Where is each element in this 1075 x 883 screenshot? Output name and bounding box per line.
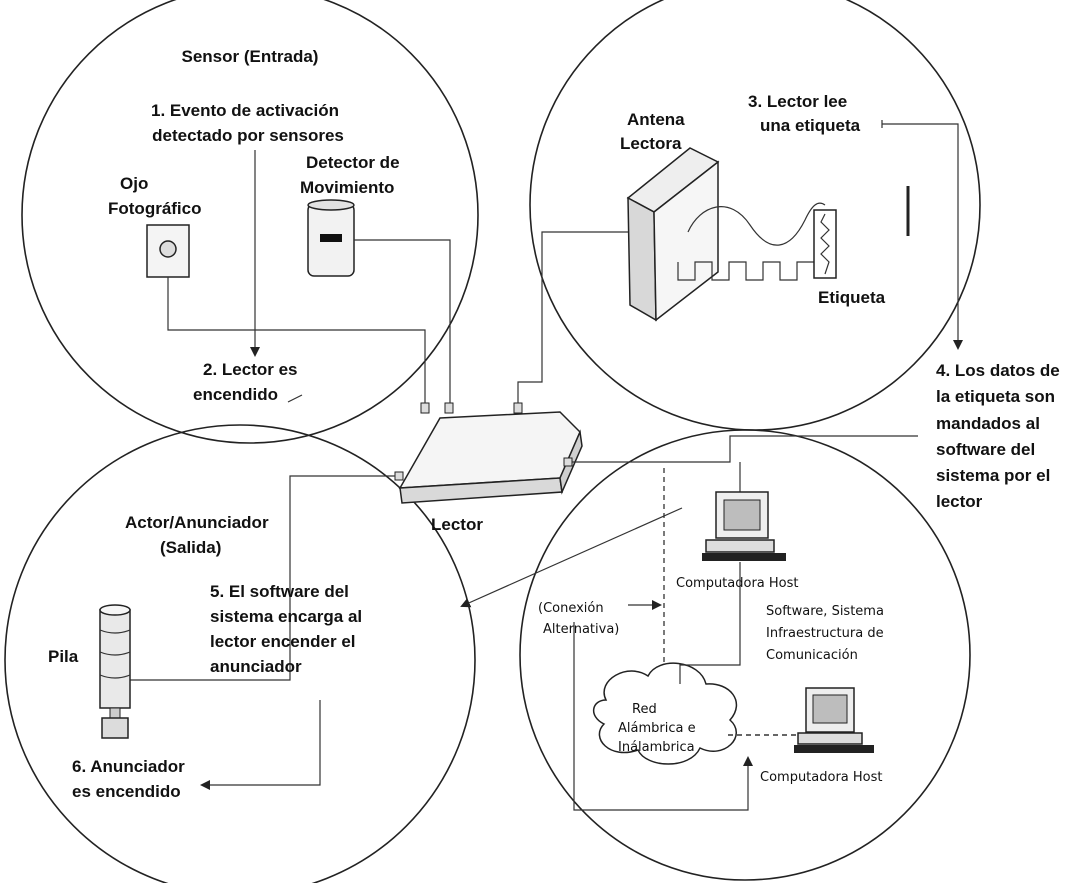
step1-line1: 1. Evento de activación [151, 101, 339, 120]
host-computer-1-icon [702, 491, 786, 561]
actor-circle [4, 424, 476, 883]
step6-line1: 6. Anunciador [72, 757, 185, 776]
step4-line6: lector [936, 492, 983, 511]
network-cloud-icon [593, 662, 737, 765]
step4-text: 4. Los datos de la etiqueta son mandados… [936, 361, 1060, 511]
step4-line1: 4. Los datos de [936, 361, 1060, 380]
antena-label-1: Antena [627, 110, 685, 129]
sensor-circle [21, 0, 479, 444]
step2-line1: 2. Lector es [203, 360, 298, 379]
step4-line5: sistema por el [936, 466, 1050, 485]
step1-line2: detectado por sensores [152, 126, 344, 145]
rfid-tag-icon [813, 209, 837, 279]
sensor-title: Sensor (Entrada) [182, 47, 319, 66]
step3-line2: una etiqueta [760, 116, 861, 135]
step4-line4: software del [936, 440, 1035, 459]
step5-line1: 5. El software del [210, 582, 349, 601]
rf-wave-icon [677, 202, 826, 281]
etiqueta-label: Etiqueta [818, 288, 886, 307]
step5-line4: anunciador [210, 657, 302, 676]
arrow-step5-step6 [200, 700, 321, 790]
wire-host1-cloud [679, 562, 741, 684]
wire-stack-light [130, 475, 395, 681]
alt-line1: (Conexión [538, 601, 604, 616]
motion-detector-icon [307, 199, 355, 277]
red-line1: Red [632, 702, 657, 717]
step6-line2: es encendido [72, 782, 181, 801]
wire-alt-host2 [573, 622, 753, 811]
wire-motion-detector [354, 239, 451, 403]
arrow-step4-step5 [460, 507, 683, 608]
step5-line3: lector encender el [210, 632, 356, 651]
software-line3: Comunicación [766, 648, 858, 663]
antena-label-2: Lectora [620, 134, 682, 153]
red-line2: Alámbrica e [618, 721, 696, 736]
antenna-circle [529, 0, 981, 431]
reader-antenna-icon [626, 147, 720, 322]
software-line1: Software, Sistema [766, 604, 884, 619]
host2-label: Computadora Host [760, 770, 883, 785]
photo-eye-icon [146, 224, 190, 278]
step5-line2: sistema encarga al [210, 607, 362, 626]
host1-label: Computadora Host [676, 576, 799, 591]
ojo-label-2: Fotográfico [108, 199, 202, 218]
wire-antenna [517, 231, 628, 403]
stack-light-icon [99, 604, 131, 739]
wire-photo-eye [167, 277, 426, 403]
network-circle [519, 429, 971, 881]
actor-title-2: (Salida) [160, 538, 221, 557]
rfid-reader-icon [394, 402, 583, 504]
step4-line2: la etiqueta son [936, 387, 1055, 406]
step2-tick [287, 394, 303, 403]
reader-label: Lector [431, 515, 483, 534]
red-line3: Inálambrica [618, 740, 695, 755]
host-computer-2-icon [794, 687, 874, 753]
step2-line2: encendido [193, 385, 278, 404]
step4-line3: mandados al [936, 414, 1040, 433]
detector-label-1: Detector de [306, 153, 400, 172]
alt-line2: Alternativa) [543, 622, 619, 637]
actor-title-1: Actor/Anunciador [125, 513, 269, 532]
step3-line1: 3. Lector lee [748, 92, 847, 111]
ojo-label-1: Ojo [120, 174, 148, 193]
wire-to-host [572, 435, 918, 463]
detector-label-2: Movimiento [300, 178, 394, 197]
arrow-step3-step4 [881, 120, 958, 348]
pila-label: Pila [48, 647, 79, 666]
software-line2: Infraestructura de [766, 626, 884, 641]
